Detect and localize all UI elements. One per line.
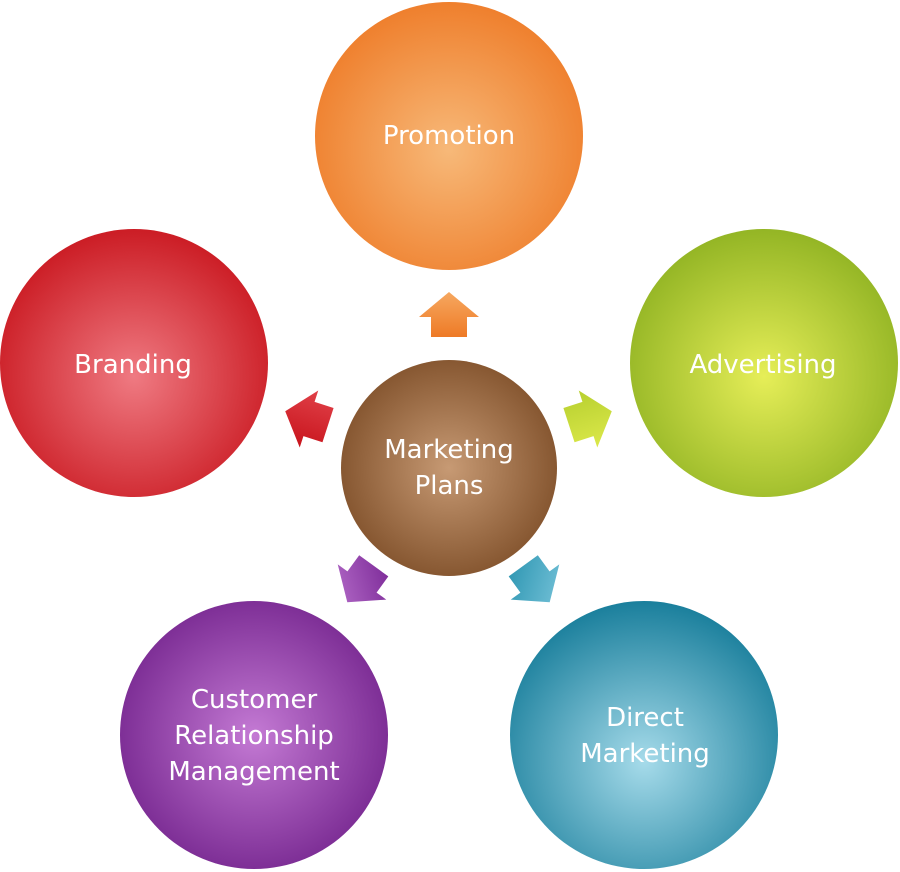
center-label-line1: Marketing [384,435,514,465]
node-advertising: Advertising [630,229,898,497]
node-promotion-label: Promotion [383,121,515,151]
node-branding: Branding [0,229,268,497]
arrow-to-promotion-icon [419,292,479,337]
center-label-line2: Plans [415,471,484,501]
node-customer-relationship-management: Customer Relationship Management [120,601,388,869]
node-direct-marketing: Direct Marketing [510,601,778,869]
node-advertising-label: Advertising [689,350,836,380]
node-center-marketing-plans: Marketing Plans [341,360,557,576]
node-promotion: Promotion [315,2,583,270]
arrow-to-crm-icon [337,555,389,603]
node-crm-label-line2: Relationship [174,721,334,751]
arrow-to-advertising-icon [563,390,612,448]
arrow-to-branding-icon [285,390,334,448]
node-crm-label-line1: Customer [191,685,318,715]
node-branding-label: Branding [74,350,192,380]
arrow-to-direct-marketing-icon [508,555,560,603]
node-crm-label-line3: Management [168,757,339,787]
node-direct-marketing-label-line1: Direct [606,703,684,733]
node-direct-marketing-label-line2: Marketing [580,739,710,769]
